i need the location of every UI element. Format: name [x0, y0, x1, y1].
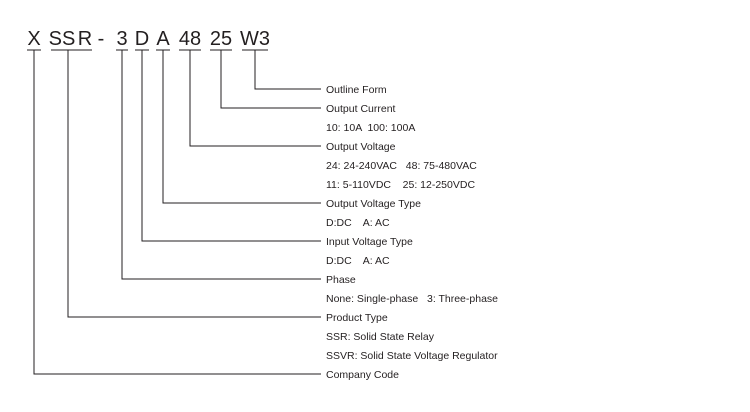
legend: Outline Form Output Current 10: 10A 100:…	[326, 84, 498, 381]
code-company: X	[27, 28, 40, 50]
code-separator: -	[98, 28, 105, 50]
code-phase: 3	[116, 28, 127, 50]
label-input-voltage-type: Input Voltage Type	[326, 236, 413, 248]
leader-input-voltage-type	[141, 50, 321, 242]
leader-product-type	[67, 50, 321, 318]
leader-output-voltage	[189, 50, 321, 147]
code-input-voltage-type: D	[135, 28, 149, 50]
label-product-type: Product Type	[326, 312, 388, 324]
code-output-voltage-type: A	[156, 28, 170, 50]
label-output-current-options: 10: 10A 100: 100A	[326, 122, 415, 134]
label-input-voltage-type-options: D:DC A: AC	[326, 255, 390, 267]
label-output-voltage-type-options: D:DC A: AC	[326, 217, 390, 229]
model-code: X SS R - 3 D A 48 25 W3	[27, 28, 270, 50]
label-output-voltage-ac: 24: 24-240VAC 48: 75-480VAC	[326, 160, 477, 172]
code-outline-form: W3	[240, 28, 270, 50]
label-output-voltage: Output Voltage	[326, 141, 396, 153]
code-output-voltage: 48	[179, 28, 201, 50]
label-output-current: Output Current	[326, 103, 396, 115]
code-product-type-r: R	[78, 28, 92, 50]
leader-output-current	[220, 50, 321, 109]
label-company-code: Company Code	[326, 369, 399, 381]
label-phase: Phase	[326, 274, 356, 286]
leader-company-code	[33, 50, 321, 375]
label-product-type-ssvr: SSVR: Solid State Voltage Regulator	[326, 350, 498, 362]
label-phase-options: None: Single-phase 3: Three-phase	[326, 293, 498, 305]
label-output-voltage-dc: 11: 5-110VDC 25: 12-250VDC	[326, 179, 475, 191]
label-output-voltage-type: Output Voltage Type	[326, 198, 421, 210]
code-product-type: SS	[49, 28, 76, 50]
code-output-current: 25	[210, 28, 232, 50]
leader-phase	[121, 50, 321, 280]
leader-lines	[33, 50, 321, 375]
leader-output-voltage-type	[162, 50, 321, 204]
label-product-type-ssr: SSR: Solid State Relay	[326, 331, 435, 343]
label-outline-form: Outline Form	[326, 84, 387, 96]
leader-outline-form	[254, 50, 321, 90]
